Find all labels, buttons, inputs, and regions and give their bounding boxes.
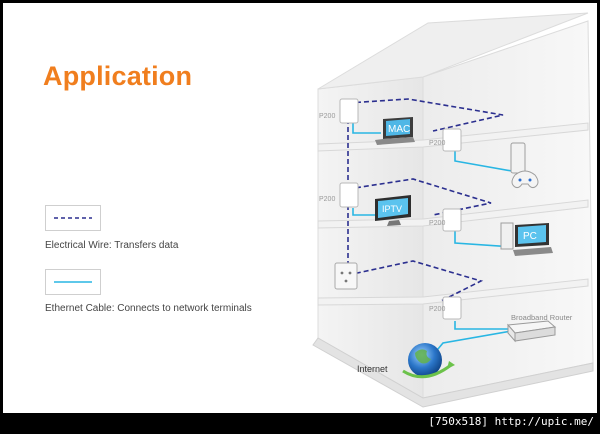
legend-wire-label: Electrical Wire: Transfers data (45, 240, 179, 251)
iptv-icon (375, 195, 411, 226)
adapter-label: P200 (319, 196, 335, 203)
adapter-label: P200 (429, 306, 445, 313)
powerline-adapter (339, 98, 462, 320)
adapter-label: P200 (429, 140, 445, 147)
pc-label: PC (523, 231, 537, 242)
legend-cable-swatch (45, 269, 101, 295)
house-diagram: P200 P200 P200 P200 P200 MAC (312, 12, 594, 408)
pc-icon (500, 222, 553, 256)
game-console-icon (510, 142, 539, 189)
internet-label: Internet (357, 364, 388, 374)
iptv-label: IPTV (382, 204, 402, 214)
diagram-canvas: Application Electrical Wire: Transfers d… (3, 3, 597, 413)
house-roof (317, 12, 589, 90)
adapter-label: P200 (429, 220, 445, 227)
footer-bar: [750x518] http://upic.me/ (0, 413, 600, 434)
wall-outlet-icon (334, 262, 358, 290)
legend-wire-swatch (45, 205, 101, 231)
router-label: Broadband Router (511, 313, 573, 322)
mac-label: MAC (388, 124, 410, 135)
page-title: Application (43, 61, 193, 91)
watermark-text: [750x518] http://upic.me/ (428, 415, 594, 428)
router-icon (506, 320, 557, 343)
house-ground (312, 337, 594, 408)
adapter-label: P200 (319, 113, 335, 120)
internet-globe-icon (402, 343, 455, 379)
legend-cable-label: Ethernet Cable: Connects to network term… (45, 303, 252, 314)
mac-laptop-icon (375, 117, 415, 145)
